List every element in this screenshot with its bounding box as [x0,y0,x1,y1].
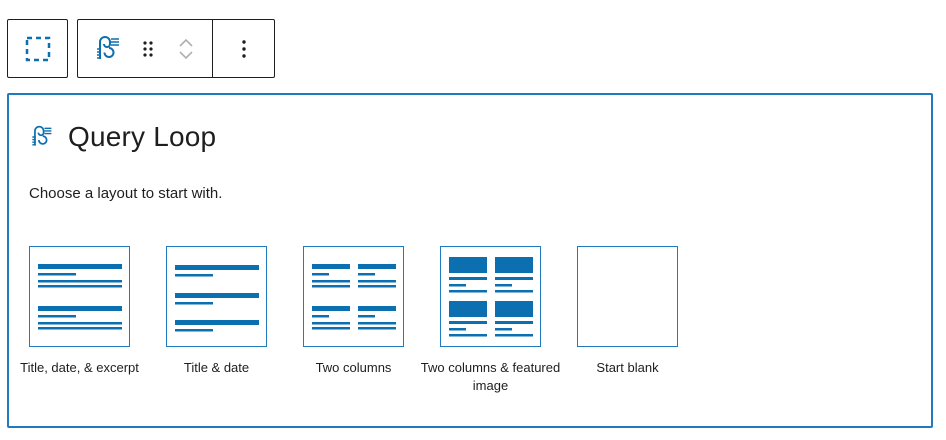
query-loop-icon [32,125,52,146]
pattern-list: Title, date, & excerpt Title & date [20,246,714,395]
pattern-label: Start blank [596,360,659,375]
block-mover [160,20,212,77]
chevron-up-icon[interactable] [178,38,194,48]
pattern-start-blank[interactable]: Start blank [577,246,678,395]
title-date-excerpt-icon [37,263,122,329]
pattern-two-columns[interactable]: Two columns [303,246,404,395]
select-parent-button[interactable] [7,19,68,78]
drag-handle[interactable] [136,20,160,77]
pattern-thumbnail [29,246,130,347]
pattern-title-date-excerpt[interactable]: Title, date, & excerpt [20,246,139,395]
more-vertical-icon [241,39,246,58]
pattern-thumbnail [303,246,404,347]
query-loop-icon [97,35,119,59]
select-parent-icon [25,36,50,61]
toolbar-divider [212,20,213,77]
pattern-thumbnail [440,246,541,347]
pattern-thumbnail [166,246,267,347]
pattern-label: Title & date [183,360,250,375]
placeholder-instructions: Choose a layout to start with. [29,185,223,202]
pattern-label: Two columns & featured image [420,360,561,393]
placeholder-title: Query Loop [68,121,217,152]
pattern-label: Title, date, & excerpt [20,360,139,375]
pattern-two-columns-featured-image[interactable]: Two columns & featured image [421,246,560,395]
chevron-down-icon[interactable] [178,50,194,60]
two-columns-icon [311,263,396,329]
pattern-title-date[interactable]: Title & date [166,246,267,395]
block-type-button[interactable] [78,20,136,77]
two-columns-featured-image-icon [448,256,533,336]
block-toolbar [77,19,275,78]
placeholder-header: Query Loop [28,121,216,153]
pattern-label: Two columns [315,360,392,375]
title-date-icon [174,264,259,331]
query-loop-placeholder: Query Loop Choose a layout to start with… [7,93,933,428]
options-button[interactable] [213,20,274,77]
pattern-thumbnail [577,246,678,347]
drag-handle-icon [143,40,153,57]
